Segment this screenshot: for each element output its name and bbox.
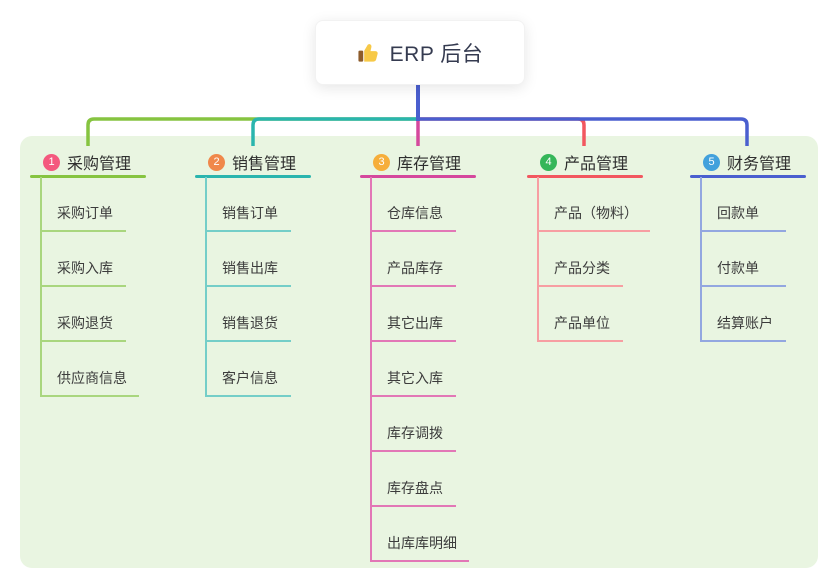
branch-title-underline	[195, 175, 311, 178]
branch-item-node[interactable]: 销售出库	[205, 258, 291, 287]
branch-item-node[interactable]: 仓库信息	[370, 203, 456, 232]
branch-child-trunk-line	[40, 177, 42, 397]
branch-title-label: 采购管理	[67, 156, 132, 173]
branch-title-node[interactable]: 5 财务管理	[703, 150, 791, 174]
branch-number-badge: 3	[373, 153, 390, 171]
branch-title-label: 库存管理	[397, 156, 462, 173]
branch-item-node[interactable]: 其它入库	[370, 368, 456, 397]
branch-item-node[interactable]: 销售退货	[205, 313, 291, 342]
thumbs-up-icon	[357, 41, 380, 64]
branch-title-label: 销售管理	[232, 156, 297, 173]
branch-title-node[interactable]: 3 库存管理	[373, 150, 461, 174]
branch-item-node[interactable]: 产品（物料）	[537, 203, 650, 232]
branch-child-trunk-line	[205, 177, 207, 397]
branch-item-node[interactable]: 付款单	[700, 258, 786, 287]
branch-number-badge: 4	[540, 153, 557, 171]
branch-item-node[interactable]: 结算账户	[700, 313, 786, 342]
root-node[interactable]: ERP 后台	[315, 20, 525, 85]
branch-item-node[interactable]: 产品单位	[537, 313, 623, 342]
branch-item-node[interactable]: 回款单	[700, 203, 786, 232]
branch-item-node[interactable]: 其它出库	[370, 313, 456, 342]
branch-title-label: 产品管理	[564, 156, 629, 173]
branch-item-node[interactable]: 采购入库	[40, 258, 126, 287]
root-node-label: ERP 后台	[389, 42, 484, 66]
branch-number-badge: 2	[208, 153, 225, 171]
branch-child-trunk-line	[370, 177, 372, 562]
branch-item-node[interactable]: 销售订单	[205, 203, 291, 232]
branch-child-trunk-line	[700, 177, 702, 342]
branch-item-node[interactable]: 客户信息	[205, 368, 291, 397]
branch-child-trunk-line	[537, 177, 539, 342]
branch-title-underline	[690, 175, 806, 178]
branch-item-node[interactable]: 采购订单	[40, 203, 126, 232]
branch-item-node[interactable]: 产品分类	[537, 258, 623, 287]
branch-item-node[interactable]: 出库库明细	[370, 533, 469, 562]
branch-item-node[interactable]: 库存盘点	[370, 478, 456, 507]
branch-title-node[interactable]: 2 销售管理	[208, 150, 296, 174]
branch-title-label: 财务管理	[727, 156, 792, 173]
branch-title-underline	[30, 175, 146, 178]
branch-title-node[interactable]: 1 采购管理	[43, 150, 131, 174]
branch-item-node[interactable]: 供应商信息	[40, 368, 139, 397]
branch-title-underline	[527, 175, 643, 178]
branch-number-badge: 5	[703, 153, 720, 171]
branch-title-node[interactable]: 4 产品管理	[540, 150, 628, 174]
branch-number-badge: 1	[43, 153, 60, 171]
branch-item-node[interactable]: 产品库存	[370, 258, 456, 287]
branch-item-node[interactable]: 库存调拨	[370, 423, 456, 452]
branch-item-node[interactable]: 采购退货	[40, 313, 126, 342]
mindmap-panel	[20, 136, 818, 568]
branch-title-underline	[360, 175, 476, 178]
